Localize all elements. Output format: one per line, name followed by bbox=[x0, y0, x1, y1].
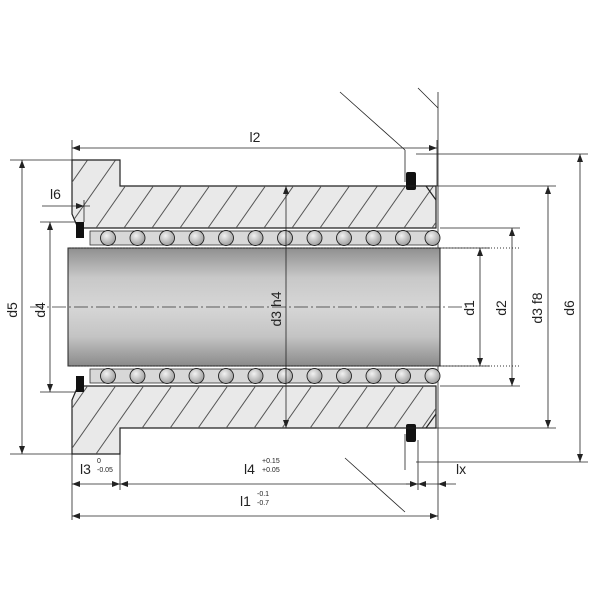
label-d6: d6 bbox=[561, 300, 577, 316]
seal-top-right bbox=[406, 172, 416, 190]
ball bbox=[218, 230, 234, 246]
tol-l3-upper: 0 bbox=[97, 458, 101, 465]
bush-bottom-section bbox=[71, 385, 437, 455]
hatch-line bbox=[460, 160, 508, 228]
label-l2: l2 bbox=[250, 129, 261, 145]
hatch-top bbox=[72, 160, 536, 228]
ball bbox=[218, 368, 234, 384]
ball bbox=[395, 230, 411, 246]
label-l3: l3 bbox=[80, 461, 91, 477]
arrowheads bbox=[19, 145, 583, 519]
label-l4: l4 bbox=[244, 461, 255, 477]
tol-l1-lower: -0.7 bbox=[257, 500, 269, 507]
ball bbox=[188, 230, 205, 246]
ball bbox=[100, 368, 116, 384]
ball bbox=[395, 368, 411, 384]
ball bbox=[159, 230, 175, 246]
seals bbox=[76, 172, 416, 442]
ball bbox=[424, 230, 441, 246]
ball bbox=[336, 368, 352, 384]
ball bbox=[188, 368, 205, 384]
ball bbox=[336, 230, 352, 246]
hatch-line bbox=[95, 386, 145, 454]
tol-l4-lower: +0.05 bbox=[262, 467, 280, 474]
ball bbox=[247, 230, 264, 246]
hatch-line bbox=[72, 160, 117, 228]
bush-top-section bbox=[71, 159, 437, 229]
hatch-line bbox=[431, 386, 436, 454]
label-d5: d5 bbox=[4, 302, 20, 318]
ball bbox=[129, 368, 146, 384]
ball bbox=[306, 368, 323, 384]
ball bbox=[365, 368, 382, 384]
label-d1: d1 bbox=[461, 300, 477, 316]
hatch-line bbox=[460, 386, 508, 454]
ball bbox=[277, 230, 293, 246]
ball bbox=[129, 230, 146, 246]
seal-top-left bbox=[76, 222, 84, 238]
hatch-line bbox=[431, 160, 436, 228]
bush-body bbox=[71, 159, 536, 455]
ball bbox=[306, 230, 323, 246]
hatch-line bbox=[403, 160, 436, 228]
tol-l4-upper: +0.15 bbox=[262, 458, 280, 465]
ball bbox=[100, 230, 116, 246]
label-d2: d2 bbox=[493, 300, 509, 316]
ball bbox=[159, 368, 175, 384]
ball-row-top bbox=[89, 230, 441, 246]
seal-bottom-left bbox=[76, 376, 84, 392]
hatch-line bbox=[488, 386, 536, 454]
ball bbox=[424, 368, 441, 384]
ball bbox=[247, 368, 264, 384]
ball bbox=[277, 368, 293, 384]
hatch-line bbox=[488, 160, 536, 228]
seal-bottom-right bbox=[406, 424, 416, 442]
label-l6: l6 bbox=[50, 186, 61, 202]
label-l1: l1 bbox=[240, 493, 251, 509]
label-d4: d4 bbox=[32, 302, 48, 318]
label-d3-h4: d3 h4 bbox=[268, 291, 284, 326]
label-d3-f8: d3 f8 bbox=[529, 292, 545, 323]
hatch-line bbox=[72, 386, 117, 454]
ball bbox=[365, 230, 382, 246]
hatch-line bbox=[72, 160, 89, 228]
tol-l3-lower: -0.05 bbox=[97, 467, 113, 474]
hatch-line bbox=[72, 386, 89, 454]
label-lx: lx bbox=[456, 461, 466, 477]
ball-row-bottom bbox=[89, 368, 441, 384]
tol-l1-upper: -0.1 bbox=[257, 491, 269, 498]
